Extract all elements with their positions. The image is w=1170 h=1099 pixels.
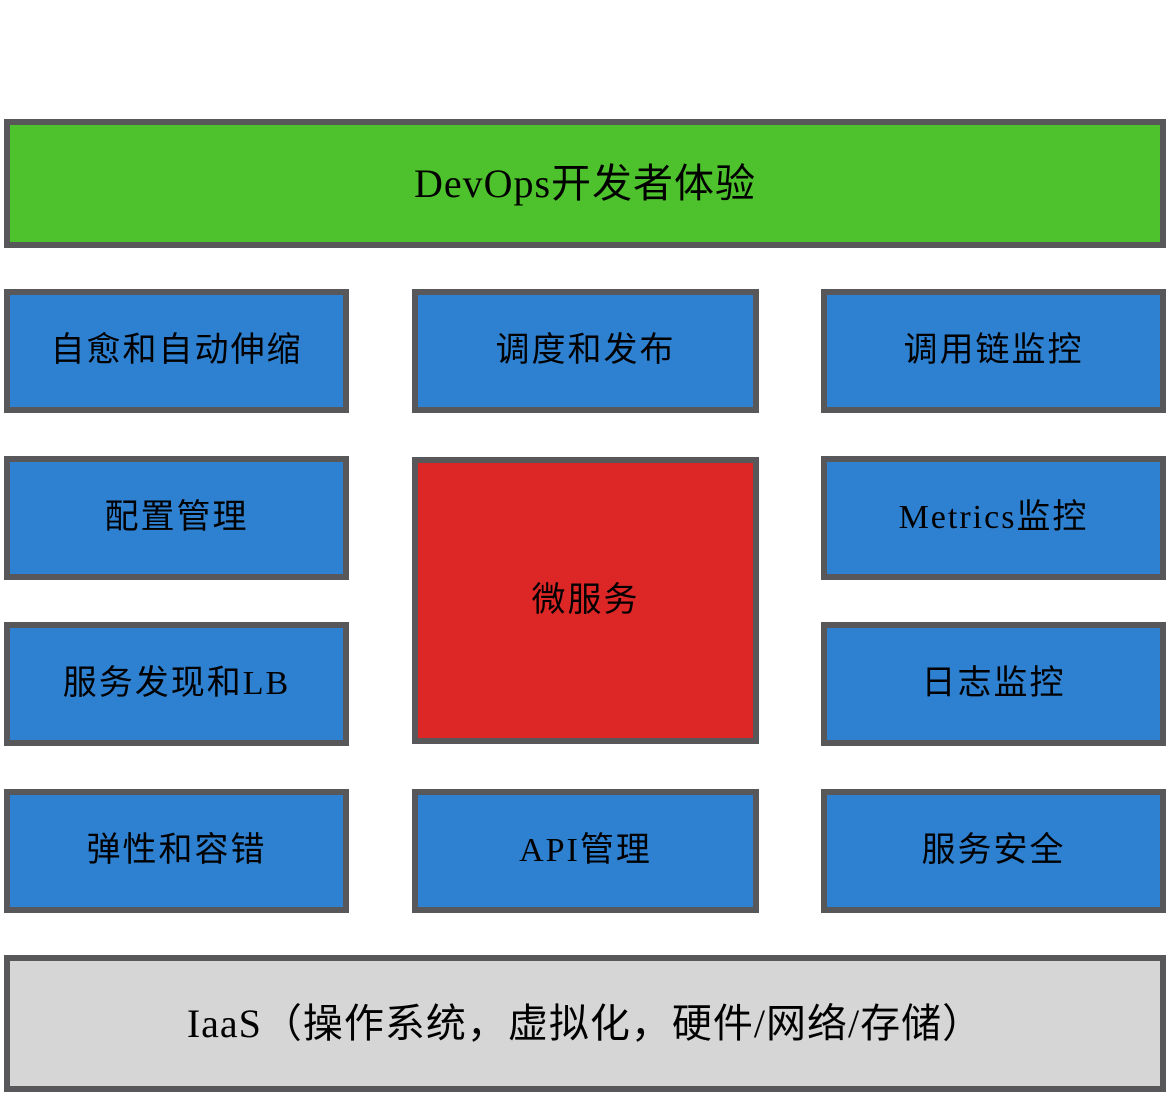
devops-experience-banner: DevOps开发者体验: [4, 119, 1166, 248]
iaas-platform-bar: IaaS（操作系统，虚拟化，硬件/网络/存储）: [4, 955, 1166, 1092]
tile-label: 配置管理: [104, 499, 249, 537]
tile-config-management: 配置管理: [4, 456, 349, 580]
tile-label: 弹性和容错: [86, 832, 267, 870]
tile-service-discovery-lb: 服务发现和LB: [4, 622, 349, 746]
iaas-platform-label: IaaS（操作系统，虚拟化，硬件/网络/存储）: [186, 1000, 984, 1046]
tile-self-healing-autoscaling: 自愈和自动伸缩: [4, 289, 349, 413]
tile-label: 调用链监控: [903, 332, 1084, 370]
devops-experience-label: DevOps开发者体验: [413, 160, 757, 206]
tile-scheduling-release: 调度和发布: [412, 289, 759, 413]
tile-label: Metrics监控: [898, 499, 1089, 537]
tile-label: 服务安全: [921, 832, 1066, 870]
tile-label: 服务发现和LB: [62, 665, 291, 703]
tile-log-monitoring: 日志监控: [821, 622, 1166, 746]
core-label: 微服务: [531, 581, 640, 619]
tile-api-management: API管理: [412, 789, 759, 913]
tile-service-security: 服务安全: [821, 789, 1166, 913]
tile-label: 调度和发布: [495, 332, 676, 370]
tile-metrics-monitoring: Metrics监控: [821, 456, 1166, 580]
tile-tracing-monitoring: 调用链监控: [821, 289, 1166, 413]
tile-label: 自愈和自动伸缩: [50, 332, 303, 370]
core-microservice-box: 微服务: [412, 457, 759, 744]
tile-label: API管理: [519, 832, 652, 870]
tile-label: 日志监控: [921, 665, 1066, 703]
tile-resilience-fault-tolerance: 弹性和容错: [4, 789, 349, 913]
